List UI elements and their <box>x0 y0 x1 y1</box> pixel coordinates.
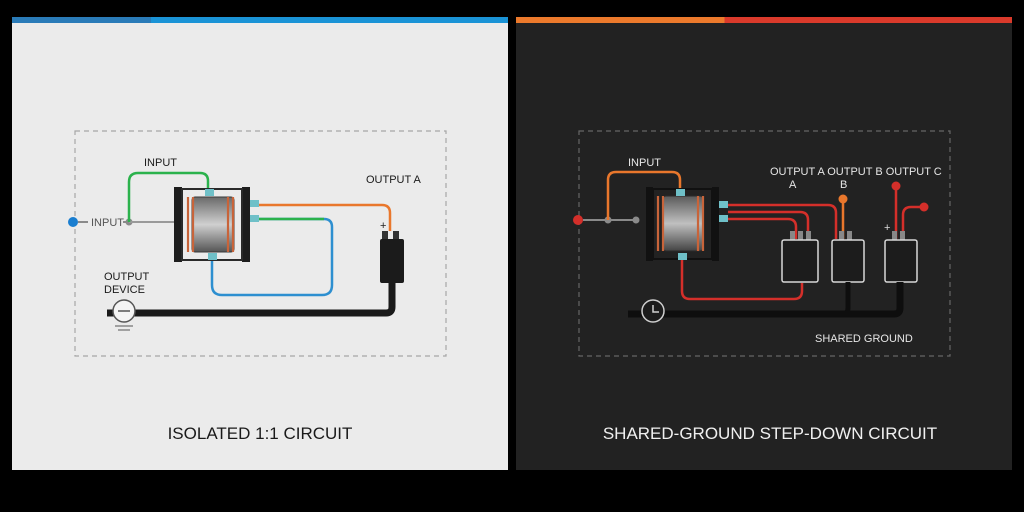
output-a-letter: A <box>789 179 797 191</box>
output-b-terminal[interactable] <box>838 194 848 204</box>
input-terminal[interactable] <box>68 217 78 227</box>
red-return-wire <box>680 260 804 301</box>
plus-sign: + <box>380 220 386 232</box>
shared-ground-label: SHARED GROUND <box>815 333 913 345</box>
input-label: INPUT <box>628 157 661 169</box>
gauge-needle <box>652 305 659 313</box>
red-wire-output-a <box>728 217 798 239</box>
right-panel-caption: SHARED-GROUND STEP-DOWN CIRCUIT <box>603 424 937 443</box>
panel-accent-bar <box>12 17 508 23</box>
panel-accent-bar <box>516 17 1012 23</box>
shared-ground-circuit-panel: + INPUT OUTPUT A OUTPUT B OUTPUT C A B S… <box>516 17 1012 470</box>
red-output-c-branch <box>901 205 921 239</box>
output-c-terminal[interactable] <box>891 181 901 191</box>
ground-branch-b <box>841 282 851 317</box>
input-side-label: INPUT <box>91 217 124 229</box>
input-terminal[interactable] <box>573 215 583 225</box>
ground-cable <box>107 283 396 317</box>
shared-ground-cable <box>628 282 904 318</box>
input-top-label: INPUT <box>144 157 177 169</box>
output-block-a[interactable] <box>781 231 819 283</box>
orange-output-wire <box>258 203 392 231</box>
output-device-block[interactable] <box>380 231 404 283</box>
output-c-terminal-2[interactable] <box>919 202 929 212</box>
output-block-c[interactable] <box>884 231 918 283</box>
left-panel-caption: ISOLATED 1:1 CIRCUIT <box>168 424 353 443</box>
transformer <box>646 187 728 261</box>
outputs-header-label: OUTPUT A OUTPUT B OUTPUT C <box>770 166 942 178</box>
red-wire-output-b2 <box>728 203 838 239</box>
output-b-letter: B <box>840 179 847 191</box>
shared-ground-circuit-diagram: + INPUT OUTPUT A OUTPUT B OUTPUT C A B S… <box>573 130 951 443</box>
input-junction-dot-2 <box>632 216 640 224</box>
red-wire-output-b <box>728 210 810 239</box>
green-return-wire <box>210 217 334 297</box>
transformer <box>174 187 259 262</box>
green-input-wire <box>127 171 210 222</box>
output-a-label: OUTPUT A <box>366 174 421 186</box>
isolated-circuit-diagram: + INPUT INPUT OUTPUT A OUTPUT DEVICE ISO… <box>68 130 447 443</box>
orange-input-wire <box>606 170 682 220</box>
output-device-label-line2: DEVICE <box>104 284 145 296</box>
plus-sign: + <box>884 222 890 234</box>
isolated-circuit-panel: + INPUT INPUT OUTPUT A OUTPUT DEVICE ISO… <box>12 17 508 470</box>
output-device-label-line1: OUTPUT <box>104 271 150 283</box>
